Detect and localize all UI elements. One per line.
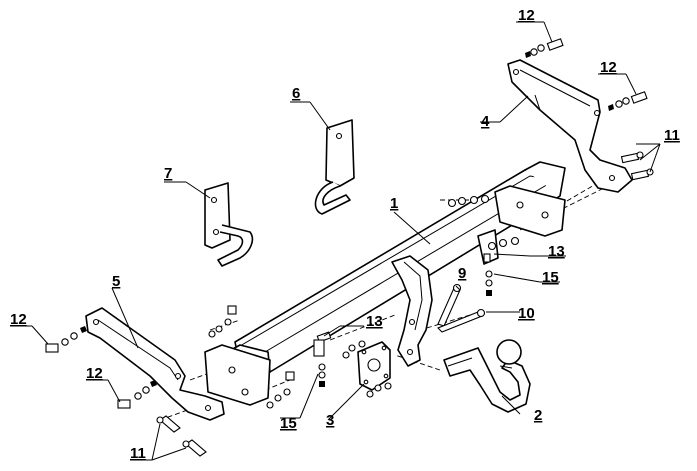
leader-lines [10,21,661,461]
nut-row-13-right [483,236,520,263]
bolt-set-left-12a [45,326,87,353]
callout-15-right: 15 [542,269,559,286]
hook-bracket-left [204,182,254,267]
bolt-set-left-11 [156,415,207,457]
callout-13-centre: 13 [366,313,383,330]
callout-labels: 1 2 3 4 5 6 7 9 10 11 11 12 12 12 12 13 … [10,7,680,462]
side-bracket-right [507,59,633,193]
callout-11-left: 11 [130,445,146,462]
nut-row-upper [447,194,490,208]
nut-row-left-upper [208,305,237,338]
callout-6: 6 [292,85,300,102]
tow-ball-neck [443,339,531,413]
bolt-9 [437,283,462,327]
callout-2: 2 [534,407,542,424]
bolt-set-left-12b [117,380,157,409]
fasteners [45,38,654,457]
washer-stack-15-right [485,270,493,296]
callout-1: 1 [390,195,398,212]
bolt-10 [437,308,486,333]
callout-3: 3 [326,412,334,429]
nut-row-left-lower [266,371,295,409]
callout-7: 7 [164,165,172,182]
callout-9: 9 [458,265,466,282]
bolt-set-top-1 [525,38,564,58]
callout-12-left-lower: 12 [86,365,103,382]
callout-11-right: 11 [664,127,680,144]
bolt-set-right-11 [620,151,654,181]
callout-5: 5 [112,273,120,290]
callout-12-left: 12 [10,311,27,328]
callout-4: 4 [481,113,490,130]
main-crossbar [204,161,566,406]
callout-12-top: 12 [518,7,535,24]
bolt-13-centre [313,331,332,387]
bolt-set-top-2 [608,91,648,111]
callout-13-right: 13 [548,243,565,260]
side-bracket-left [85,307,225,421]
callout-12-top-right: 12 [600,59,617,76]
callout-15-centre: 15 [280,415,297,432]
socket-plate [357,341,391,391]
hook-bracket [314,119,355,215]
nut-cluster-socket [342,340,392,398]
callout-10: 10 [518,305,535,322]
